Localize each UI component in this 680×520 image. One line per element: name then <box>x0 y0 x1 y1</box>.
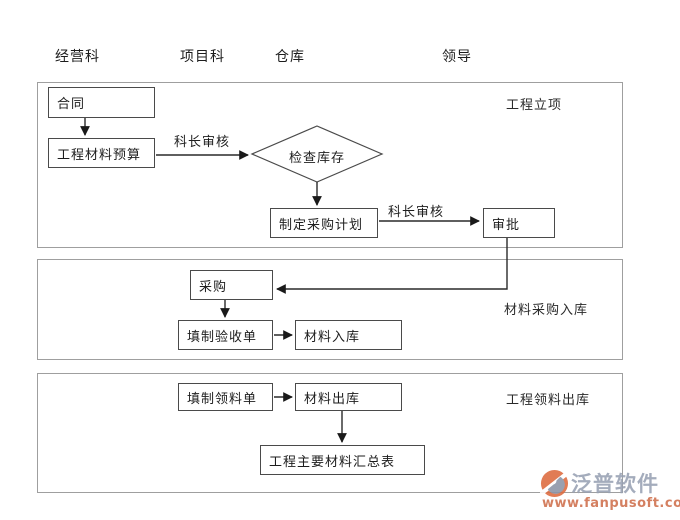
node-make-plan: 制定采购计划 <box>270 208 378 238</box>
lane-title-material-requisition-outbound: 工程领料出库 <box>506 393 591 408</box>
fanpu-logo-icon <box>540 468 569 498</box>
lane-material-requisition-outbound: 工程领料出库 <box>37 373 623 493</box>
lane-title-material-purchase-inbound: 材料采购入库 <box>504 303 589 318</box>
node-approve: 审批 <box>483 208 555 238</box>
header-leadership: 领导 <box>442 49 472 65</box>
edge-label-chief-review-2: 科长审核 <box>388 205 445 220</box>
header-project-section: 项目科 <box>180 49 225 65</box>
node-budget: 工程材料预算 <box>48 138 155 168</box>
node-purchase: 采购 <box>190 270 273 300</box>
fanpu-logo-brand-text: 泛普软件 <box>571 472 659 496</box>
edge-label-chief-review-1: 科长审核 <box>174 135 231 150</box>
node-contract: 合同 <box>48 87 155 118</box>
node-summary: 工程主要材料汇总表 <box>260 445 425 475</box>
node-material-out: 材料出库 <box>295 383 402 411</box>
header-warehouse: 仓库 <box>275 49 305 65</box>
fanpu-logo-url-link[interactable]: www.fanpusoft.com <box>542 496 680 511</box>
fanpu-logo: 泛普软件 www.fanpusoft.com <box>540 468 680 516</box>
decision-check-stock-label: 检查库存 <box>289 151 346 166</box>
header-business-section: 经营科 <box>55 49 100 65</box>
node-fill-requisition: 填制领料单 <box>178 383 273 411</box>
node-material-in: 材料入库 <box>295 320 402 350</box>
node-fill-acceptance: 填制验收单 <box>178 320 273 350</box>
lane-title-project-initiation: 工程立项 <box>506 98 563 113</box>
